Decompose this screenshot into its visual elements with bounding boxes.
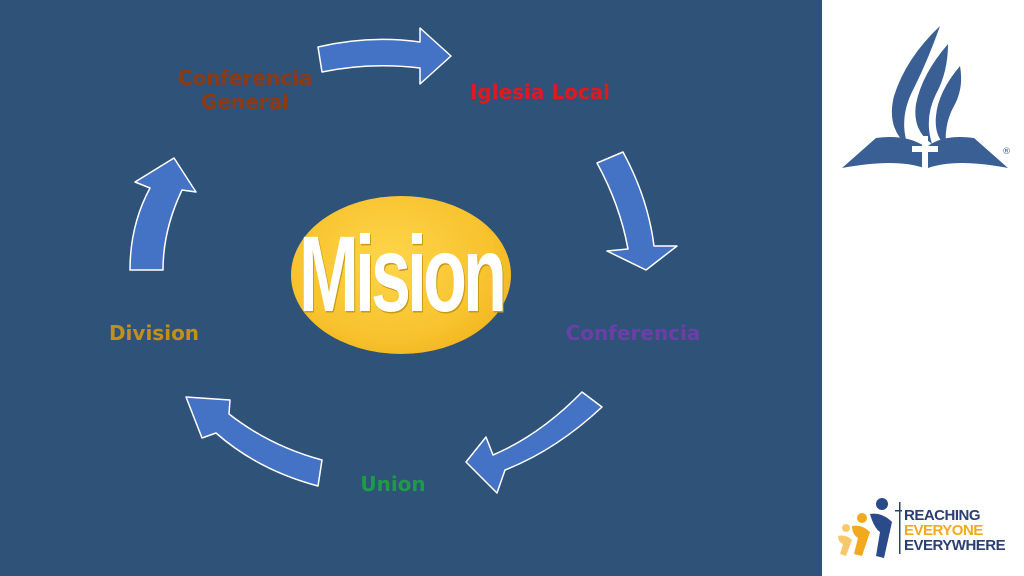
arrow-left bbox=[129, 157, 197, 271]
tagline-line: REACHING bbox=[904, 507, 981, 524]
cycle-arrows bbox=[129, 27, 678, 494]
arrow-bottom-left bbox=[185, 396, 323, 487]
node-conferencia: Conferencia bbox=[565, 321, 701, 345]
node-division: Division bbox=[108, 321, 200, 345]
tagline-text: REACHING EVERYONE EVERYWHERE bbox=[904, 507, 1006, 554]
church-logo-icon: ® bbox=[842, 26, 1011, 170]
tagline-line: EVERYWHERE bbox=[904, 537, 1006, 554]
mission-label: Mision bbox=[299, 215, 507, 335]
arrow-top bbox=[317, 27, 452, 85]
tagline-logo: REACHING EVERYONE EVERYWHERE bbox=[834, 496, 1020, 560]
node-union: Union bbox=[360, 472, 426, 496]
node-conferencia-general: Conferencia General bbox=[170, 66, 320, 114]
arrow-right bbox=[596, 151, 678, 271]
tagline-line: EVERYONE bbox=[904, 522, 983, 539]
node-label-line: Conferencia bbox=[177, 66, 313, 90]
registered-mark: ® bbox=[1002, 147, 1011, 157]
node-label-line: General bbox=[201, 90, 289, 114]
mission-center-ellipse: Mision bbox=[291, 196, 511, 354]
people-figures-icon bbox=[838, 498, 902, 558]
node-iglesia-local: Iglesia Local bbox=[469, 80, 611, 104]
arrow-bottom-right bbox=[465, 391, 603, 494]
